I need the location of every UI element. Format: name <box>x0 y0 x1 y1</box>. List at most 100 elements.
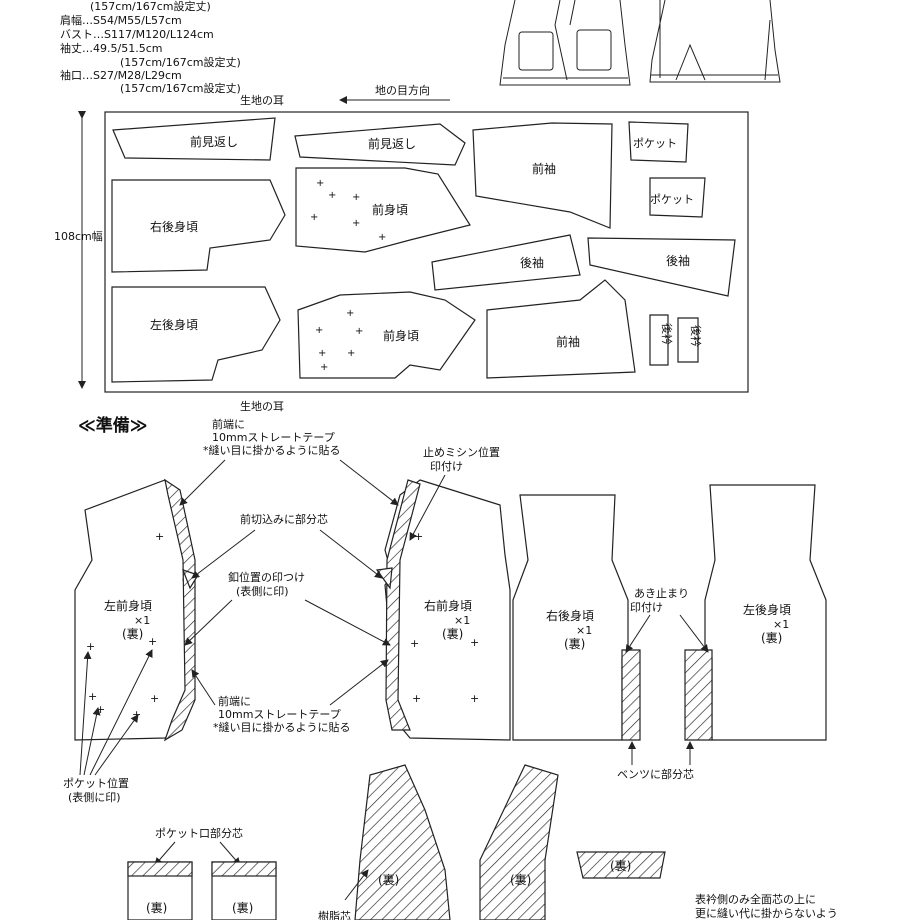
svg-text:+: + <box>470 636 479 649</box>
svg-text:+: + <box>352 218 360 229</box>
svg-text:+: + <box>96 703 105 716</box>
pattern-piece <box>294 123 466 166</box>
spec-line: (157cm/167cm設定丈) <box>120 81 241 95</box>
piece-label: 左後身頃 <box>743 602 791 617</box>
vent-interfacing <box>684 649 713 741</box>
piece-label: 前身頃 <box>372 202 408 217</box>
collar-piece <box>576 851 666 879</box>
pattern-piece <box>472 122 613 229</box>
piece-label: ×1 <box>454 614 470 627</box>
button-mark-note: 釦位置の印つけ <box>228 570 305 584</box>
vent-interfacing <box>621 649 641 741</box>
piece-label: 前袖 <box>556 334 580 349</box>
piece-label: (裏) <box>442 626 463 641</box>
piece-label: 前袖 <box>532 161 556 176</box>
spec-list: (157cm/167cm設定丈) 肩幅…S54/M55/L57cm バスト…S1… <box>60 0 241 95</box>
jacket-back-sketch <box>649 0 781 83</box>
piece-label: ×1 <box>134 614 150 627</box>
collar-note: 更に縫い代に掛からないよう <box>695 906 838 920</box>
facing-piece <box>354 764 451 920</box>
svg-text:+: + <box>132 708 141 721</box>
pocket-position-note: ポケット位置 <box>63 776 129 790</box>
pattern-piece <box>677 317 699 363</box>
svg-text:+: + <box>310 212 318 223</box>
piece-label: ポケット <box>650 193 694 206</box>
pattern-piece <box>486 279 636 379</box>
selvage-label-bottom: 生地の耳 <box>240 399 284 413</box>
pattern-piece <box>587 237 736 297</box>
partial-note: 樹脂芯 <box>318 909 351 920</box>
piece-label: 後衿 <box>689 325 703 347</box>
svg-text:+: + <box>378 232 386 243</box>
tape-strip <box>163 478 196 742</box>
notch-interfacing-note: 前切込みに部分芯 <box>240 512 328 526</box>
stitch-mark-note: 印付け <box>430 460 463 473</box>
piece-label: (裏) <box>146 900 167 915</box>
grain-direction-label: 地の目方向 <box>375 83 430 97</box>
spec-line: (157cm/167cm設定丈) <box>90 0 211 13</box>
pattern-piece <box>112 117 276 161</box>
svg-text:+: + <box>410 637 419 650</box>
piece-label: 左前身頃 <box>104 598 152 613</box>
svg-text:+: + <box>150 692 159 705</box>
tape-note: *縫い目に掛かるように貼る <box>203 443 341 457</box>
piece-label: ×1 <box>773 618 789 631</box>
fabric-layout: 生地の耳 地の目方向 108cm幅 生地の耳 前見返し 前見返し 前袖 ポケット… <box>54 83 749 413</box>
facing-piece <box>479 764 559 920</box>
pocket-marks: + + + + + + <box>310 178 386 243</box>
svg-text:+: + <box>155 530 164 543</box>
stitch-mark-note: 止めミシン位置 <box>423 445 500 459</box>
pocket-marks: ++ ++ ++ <box>315 308 363 373</box>
svg-text:+: + <box>316 178 324 189</box>
piece-label: 右後身頃 <box>546 608 594 623</box>
svg-text:+: + <box>315 325 323 336</box>
piece-label: 前見返し <box>190 134 238 149</box>
piece-label: (裏) <box>610 858 631 873</box>
svg-text:+: + <box>352 192 360 203</box>
svg-text:+: + <box>318 348 326 359</box>
pocket-position-note: (表側に印) <box>68 790 121 804</box>
section-heading: ≪準備≫ <box>78 415 148 436</box>
piece-label: (裏) <box>378 872 399 887</box>
prep-section: ≪準備≫ 左前身頃 ×1 (裏) ++ +++ ++ 右前身頃 ×1 (裏) +… <box>63 415 838 920</box>
pattern-piece <box>295 167 471 253</box>
piece-label: 前身頃 <box>383 328 419 343</box>
svg-text:+: + <box>88 690 97 703</box>
tape-note: 10mmストレートテープ <box>212 431 335 444</box>
piece-label: 右後身頃 <box>150 219 198 234</box>
slit-mark-note: あき止まり <box>634 587 689 600</box>
tape-note: 前端に <box>212 417 245 431</box>
pattern-piece <box>297 291 476 379</box>
tape-strip <box>385 479 421 731</box>
vent-interfacing-note: ベンツに部分芯 <box>617 767 694 781</box>
pattern-piece <box>431 234 581 291</box>
button-mark-note: (表側に印) <box>236 584 289 598</box>
piece-label: 後袖 <box>520 255 544 270</box>
pattern-piece <box>649 177 706 218</box>
svg-text:+: + <box>320 362 328 373</box>
svg-text:+: + <box>328 190 336 201</box>
jacket-front-sketch <box>499 0 631 86</box>
piece-label: (裏) <box>564 636 585 651</box>
piece-label: (裏) <box>510 872 531 887</box>
piece-label: 左後身頃 <box>150 317 198 332</box>
piece-label: ポケット <box>633 137 677 150</box>
svg-text:+: + <box>355 326 363 337</box>
pocket-interfacing-note: ポケット口部分芯 <box>155 826 243 840</box>
tape-note: *縫い目に掛かるように貼る <box>213 720 351 734</box>
piece-label: (裏) <box>122 626 143 641</box>
svg-text:+: + <box>86 640 95 653</box>
svg-text:+: + <box>346 308 354 319</box>
svg-text:+: + <box>148 635 157 648</box>
svg-text:+: + <box>412 692 421 705</box>
pattern-piece <box>111 179 286 273</box>
spec-line: 袖口…S27/M28/L29cm <box>60 68 182 82</box>
pattern-piece <box>111 286 281 383</box>
spec-line: バスト…S117/M120/L124cm <box>60 28 214 41</box>
slit-mark-note: 印付け <box>630 601 663 614</box>
tape-note: 10mmストレートテープ <box>218 708 341 721</box>
spec-line: (157cm/167cm設定丈) <box>120 55 241 69</box>
piece-label: 前見返し <box>368 136 416 151</box>
fabric-width-label: 108cm幅 <box>54 230 103 243</box>
